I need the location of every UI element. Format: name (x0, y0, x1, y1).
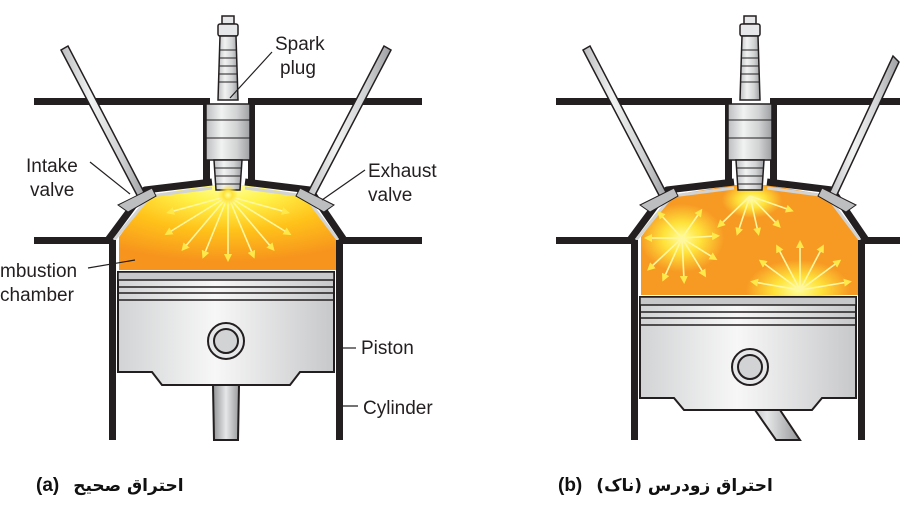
cylinder-head-top-right (770, 98, 900, 105)
piston (639, 296, 857, 411)
cylinder-head-plate-right (337, 237, 422, 244)
cylinder-head-plate-right (860, 237, 900, 244)
cylinder-wall-left (631, 240, 638, 440)
spark-plug (727, 15, 773, 191)
label-exhaust-2: valve (368, 185, 412, 206)
caption-b-letter: (b) (558, 475, 582, 496)
intake-valve (582, 44, 679, 213)
exhaust-valve (295, 44, 392, 213)
cylinder-head-top-left (34, 98, 210, 105)
label-spark-2: plug (280, 58, 316, 79)
label-cylinder: Cylinder (363, 398, 433, 419)
flame-front-arrows (164, 195, 292, 262)
label-combustion-1: mbustion (0, 261, 77, 282)
label-intake-1: Intake (26, 156, 78, 177)
cylinder-head-top-left (556, 98, 732, 105)
caption-b-text: احتراق زودرس (ناک) (596, 476, 773, 496)
spark-plug (205, 15, 251, 205)
cylinder-wall-right (336, 240, 343, 440)
label-combustion-2: chamber (0, 285, 75, 306)
piston (117, 271, 335, 386)
cylinder-wall-left (109, 240, 116, 440)
exhaust-valve (817, 54, 900, 213)
intake-valve (60, 44, 157, 213)
label-intake-2: valve (30, 180, 74, 201)
cylinder-head-plate-left (34, 237, 116, 244)
label-exhaust-1: Exhaust (368, 161, 437, 182)
cylinder-wall-right (858, 240, 865, 440)
label-piston: Piston (361, 338, 414, 359)
engine-a-normal-combustion: Spark plug Intake valve Exhaust valve mb… (0, 15, 437, 441)
cylinder-head-top-right (248, 98, 422, 105)
caption-a-text: احتراق صحیح (73, 476, 183, 496)
label-spark-1: Spark (275, 34, 325, 55)
cylinder-head-plate-left (556, 237, 638, 244)
knock-flame-arrows (644, 195, 852, 291)
caption-a-letter: (a) (36, 475, 59, 496)
engine-b-knock-combustion (556, 15, 900, 441)
